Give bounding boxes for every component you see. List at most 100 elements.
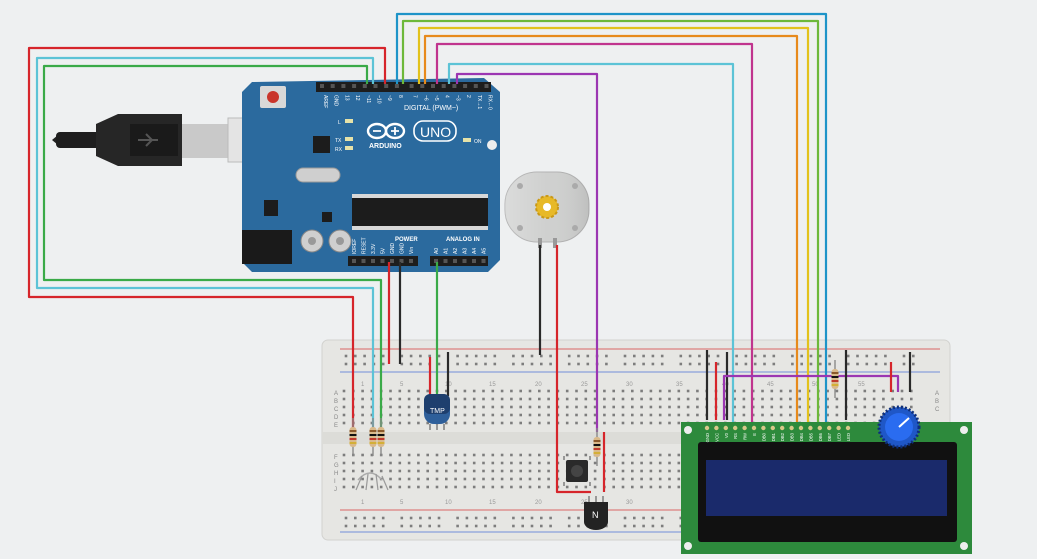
lcd-pin[interactable] xyxy=(789,425,794,431)
breadboard-hole[interactable] xyxy=(593,461,597,465)
breadboard-hole[interactable] xyxy=(510,477,513,481)
breadboard-hole[interactable] xyxy=(854,405,857,409)
digital-pin-hole[interactable] xyxy=(330,84,335,88)
rail-hole[interactable] xyxy=(344,516,348,520)
rail-hole[interactable] xyxy=(549,516,552,520)
breadboard-hole[interactable] xyxy=(863,405,867,409)
breadboard-hole[interactable] xyxy=(519,469,522,473)
breadboard-hole[interactable] xyxy=(463,461,467,465)
breadboard-hole[interactable] xyxy=(742,397,746,401)
breadboard-hole[interactable] xyxy=(677,485,681,489)
breadboard-hole[interactable] xyxy=(677,469,681,473)
breadboard-hole[interactable] xyxy=(454,469,457,473)
breadboard-hole[interactable] xyxy=(463,397,467,401)
analog-pin-hole[interactable] xyxy=(481,259,486,263)
lcd-pin[interactable] xyxy=(714,425,719,431)
rail-hole[interactable] xyxy=(400,524,404,528)
breadboard-hole[interactable] xyxy=(724,389,727,393)
analog-pin-hole[interactable] xyxy=(434,259,438,263)
rail-hole[interactable] xyxy=(344,354,348,358)
breadboard-hole[interactable] xyxy=(798,397,801,401)
breadboard-hole[interactable] xyxy=(361,405,364,409)
breadboard-hole[interactable] xyxy=(872,397,876,401)
breadboard-hole[interactable] xyxy=(482,485,485,489)
breadboard-hole[interactable] xyxy=(463,413,467,417)
breadboard-hole[interactable] xyxy=(500,461,504,465)
breadboard-hole[interactable] xyxy=(621,477,625,481)
breadboard-hole[interactable] xyxy=(398,453,402,457)
breadboard-hole[interactable] xyxy=(547,389,550,393)
breadboard-hole[interactable] xyxy=(677,389,681,393)
breadboard-hole[interactable] xyxy=(342,389,346,393)
breadboard-hole[interactable] xyxy=(352,461,355,465)
breadboard-hole[interactable] xyxy=(565,421,569,425)
breadboard-hole[interactable] xyxy=(826,405,829,409)
breadboard-hole[interactable] xyxy=(398,485,402,489)
rail-hole[interactable] xyxy=(679,524,683,528)
breadboard-hole[interactable] xyxy=(482,389,485,393)
rail-hole[interactable] xyxy=(698,362,701,366)
rail-hole[interactable] xyxy=(381,354,385,358)
rail-hole[interactable] xyxy=(437,516,441,520)
breadboard-hole[interactable] xyxy=(649,405,653,409)
breadboard-hole[interactable] xyxy=(779,397,783,401)
breadboard-hole[interactable] xyxy=(482,413,485,417)
reset-button-cap[interactable] xyxy=(267,91,279,103)
breadboard-hole[interactable] xyxy=(445,477,448,481)
breadboard-hole[interactable] xyxy=(500,397,504,401)
breadboard-hole[interactable] xyxy=(519,389,522,393)
breadboard-hole[interactable] xyxy=(742,405,746,409)
rail-hole[interactable] xyxy=(744,362,748,366)
breadboard-hole[interactable] xyxy=(640,397,643,401)
rail-hole[interactable] xyxy=(512,354,515,358)
rail-hole[interactable] xyxy=(344,524,348,528)
breadboard-hole[interactable] xyxy=(668,469,671,473)
breadboard-hole[interactable] xyxy=(491,485,495,489)
breadboard-hole[interactable] xyxy=(417,389,420,393)
rail-hole[interactable] xyxy=(753,362,757,366)
breadboard-hole[interactable] xyxy=(389,389,392,393)
breadboard-hole[interactable] xyxy=(882,397,885,401)
rail-hole[interactable] xyxy=(623,362,627,366)
rail-hole[interactable] xyxy=(651,354,655,358)
rail-hole[interactable] xyxy=(679,516,683,520)
breadboard-hole[interactable] xyxy=(398,461,402,465)
breadboard-hole[interactable] xyxy=(538,389,541,393)
breadboard-hole[interactable] xyxy=(631,469,634,473)
breadboard-hole[interactable] xyxy=(352,469,355,473)
breadboard-hole[interactable] xyxy=(761,389,764,393)
breadboard-hole[interactable] xyxy=(538,485,541,489)
breadboard-hole[interactable] xyxy=(640,405,643,409)
breadboard-hole[interactable] xyxy=(454,413,457,417)
breadboard-hole[interactable] xyxy=(538,397,541,401)
breadboard-hole[interactable] xyxy=(389,413,392,417)
breadboard-hole[interactable] xyxy=(435,477,439,481)
breadboard-hole[interactable] xyxy=(445,453,448,457)
breadboard-hole[interactable] xyxy=(407,413,411,417)
breadboard-hole[interactable] xyxy=(407,421,411,425)
breadboard-hole[interactable] xyxy=(621,461,625,465)
rail-hole[interactable] xyxy=(772,362,776,366)
breadboard-hole[interactable] xyxy=(454,477,457,481)
breadboard-hole[interactable] xyxy=(779,413,783,417)
breadboard-hole[interactable] xyxy=(379,461,383,465)
breadboard-hole[interactable] xyxy=(417,405,420,409)
breadboard-hole[interactable] xyxy=(482,421,485,425)
breadboard-hole[interactable] xyxy=(519,421,522,425)
breadboard-hole[interactable] xyxy=(342,405,346,409)
breadboard-hole[interactable] xyxy=(379,469,383,473)
breadboard-hole[interactable] xyxy=(417,413,420,417)
breadboard-hole[interactable] xyxy=(724,413,727,417)
breadboard-hole[interactable] xyxy=(770,389,774,393)
breadboard-hole[interactable] xyxy=(668,477,671,481)
breadboard-hole[interactable] xyxy=(612,405,615,409)
rail-hole[interactable] xyxy=(493,362,497,366)
breadboard-hole[interactable] xyxy=(724,397,727,401)
rail-hole[interactable] xyxy=(493,516,497,520)
power-pin-hole[interactable] xyxy=(371,259,375,263)
breadboard-hole[interactable] xyxy=(463,405,467,409)
breadboard-hole[interactable] xyxy=(612,477,615,481)
breadboard-hole[interactable] xyxy=(751,405,755,409)
analog-pin-hole[interactable] xyxy=(453,259,457,263)
breadboard-hole[interactable] xyxy=(482,453,485,457)
